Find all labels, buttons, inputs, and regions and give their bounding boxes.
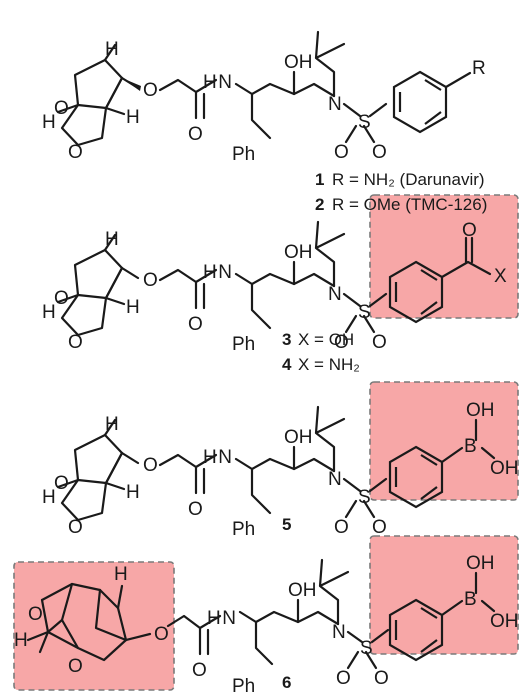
atom-o: O bbox=[336, 668, 351, 689]
atom-h: H bbox=[14, 630, 28, 651]
compound-number: 6 bbox=[282, 673, 291, 692]
atom-n: N bbox=[328, 284, 342, 305]
highlight-box-3-aryl bbox=[369, 194, 519, 319]
atom-o: O bbox=[334, 517, 349, 538]
atom-o: O bbox=[54, 473, 69, 494]
structure-1-2: H O H H O O O H N OH N S O O R Ph 1 R = … bbox=[42, 30, 487, 214]
atom-s: S bbox=[358, 112, 371, 133]
atom-ph: Ph bbox=[232, 519, 255, 540]
atom-r: R bbox=[472, 58, 486, 79]
compound-label: R = OMe (TMC-126) bbox=[332, 195, 487, 214]
compound-number: 1 bbox=[315, 170, 324, 189]
atom-h: H bbox=[114, 564, 128, 585]
atom-o: O bbox=[68, 517, 83, 538]
atom-oh: OH bbox=[490, 458, 519, 479]
atom-oh: OH bbox=[284, 52, 313, 73]
compound-number: 4 bbox=[282, 355, 292, 374]
compound-label: X = NH₂ bbox=[298, 355, 360, 374]
atom-o: O bbox=[143, 80, 158, 101]
atom-o: O bbox=[68, 142, 83, 163]
atom-o: O bbox=[54, 288, 69, 309]
atom-n: N bbox=[328, 94, 342, 115]
atom-b: B bbox=[464, 436, 477, 457]
atom-n: N bbox=[332, 622, 346, 643]
atom-o: O bbox=[143, 270, 158, 291]
atom-oh: OH bbox=[466, 400, 495, 421]
atom-oh: OH bbox=[490, 611, 519, 632]
atom-nh: H N bbox=[203, 447, 232, 468]
atom-oh: OH bbox=[284, 427, 313, 448]
atom-s: S bbox=[360, 638, 373, 659]
atom-o: O bbox=[154, 624, 169, 645]
atom-h: H bbox=[42, 112, 56, 133]
atom-s: S bbox=[358, 487, 371, 508]
highlight-box-6-ligand bbox=[13, 561, 175, 691]
atom-o: O bbox=[334, 142, 349, 163]
atom-o: O bbox=[143, 455, 158, 476]
atom-nh: H N bbox=[203, 262, 232, 283]
atom-h: H bbox=[105, 39, 119, 60]
atom-o: O bbox=[28, 604, 43, 625]
atom-o: O bbox=[68, 332, 83, 353]
atom-ph: Ph bbox=[232, 676, 255, 694]
atom-o: O bbox=[188, 314, 203, 335]
atom-o: O bbox=[188, 124, 203, 145]
structure-6: H O O H O O H N OH N S O O B OH OH Ph 6 bbox=[14, 553, 519, 694]
atom-oh: OH bbox=[284, 242, 313, 263]
atom-n: N bbox=[328, 469, 342, 490]
atom-oh: OH bbox=[466, 553, 495, 574]
atom-nh: H N bbox=[207, 608, 236, 629]
atom-o: O bbox=[372, 332, 387, 353]
atom-o: O bbox=[462, 220, 477, 241]
atom-oh: OH bbox=[288, 580, 317, 601]
structure-5: H O H H O O O H N OH N S O O B OH OH Ph … bbox=[42, 400, 519, 540]
atom-o: O bbox=[374, 668, 389, 689]
atom-h: H bbox=[126, 297, 140, 318]
atom-h: H bbox=[105, 414, 119, 435]
atom-h: H bbox=[42, 302, 56, 323]
atom-h: H bbox=[126, 482, 140, 503]
atom-ph: Ph bbox=[232, 144, 255, 165]
compound-number: 3 bbox=[282, 330, 291, 349]
atom-o: O bbox=[192, 660, 207, 681]
atom-o: O bbox=[372, 142, 387, 163]
atom-o: O bbox=[54, 98, 69, 119]
atom-h: H bbox=[126, 107, 140, 128]
atom-o: O bbox=[68, 656, 83, 677]
atom-h: H bbox=[42, 487, 56, 508]
atom-h: H bbox=[105, 229, 119, 250]
atom-x: X bbox=[494, 266, 507, 287]
atom-o: O bbox=[372, 517, 387, 538]
atom-s: S bbox=[358, 302, 371, 323]
atom-b: B bbox=[464, 589, 477, 610]
atom-ph: Ph bbox=[232, 334, 255, 355]
compound-number: 2 bbox=[315, 195, 324, 214]
compound-number: 5 bbox=[282, 515, 291, 534]
atom-o: O bbox=[334, 332, 349, 353]
compound-label: R = NH₂ (Darunavir) bbox=[332, 170, 485, 189]
highlight-box-6-aryl bbox=[369, 535, 519, 655]
compound-label: X = OH bbox=[298, 330, 354, 349]
atom-nh: H N bbox=[203, 72, 232, 93]
structure-3-4: H O H H O O O H N OH N S O O O X Ph 3 X … bbox=[42, 220, 507, 374]
atom-o: O bbox=[188, 499, 203, 520]
highlight-box-5-aryl bbox=[369, 381, 519, 501]
